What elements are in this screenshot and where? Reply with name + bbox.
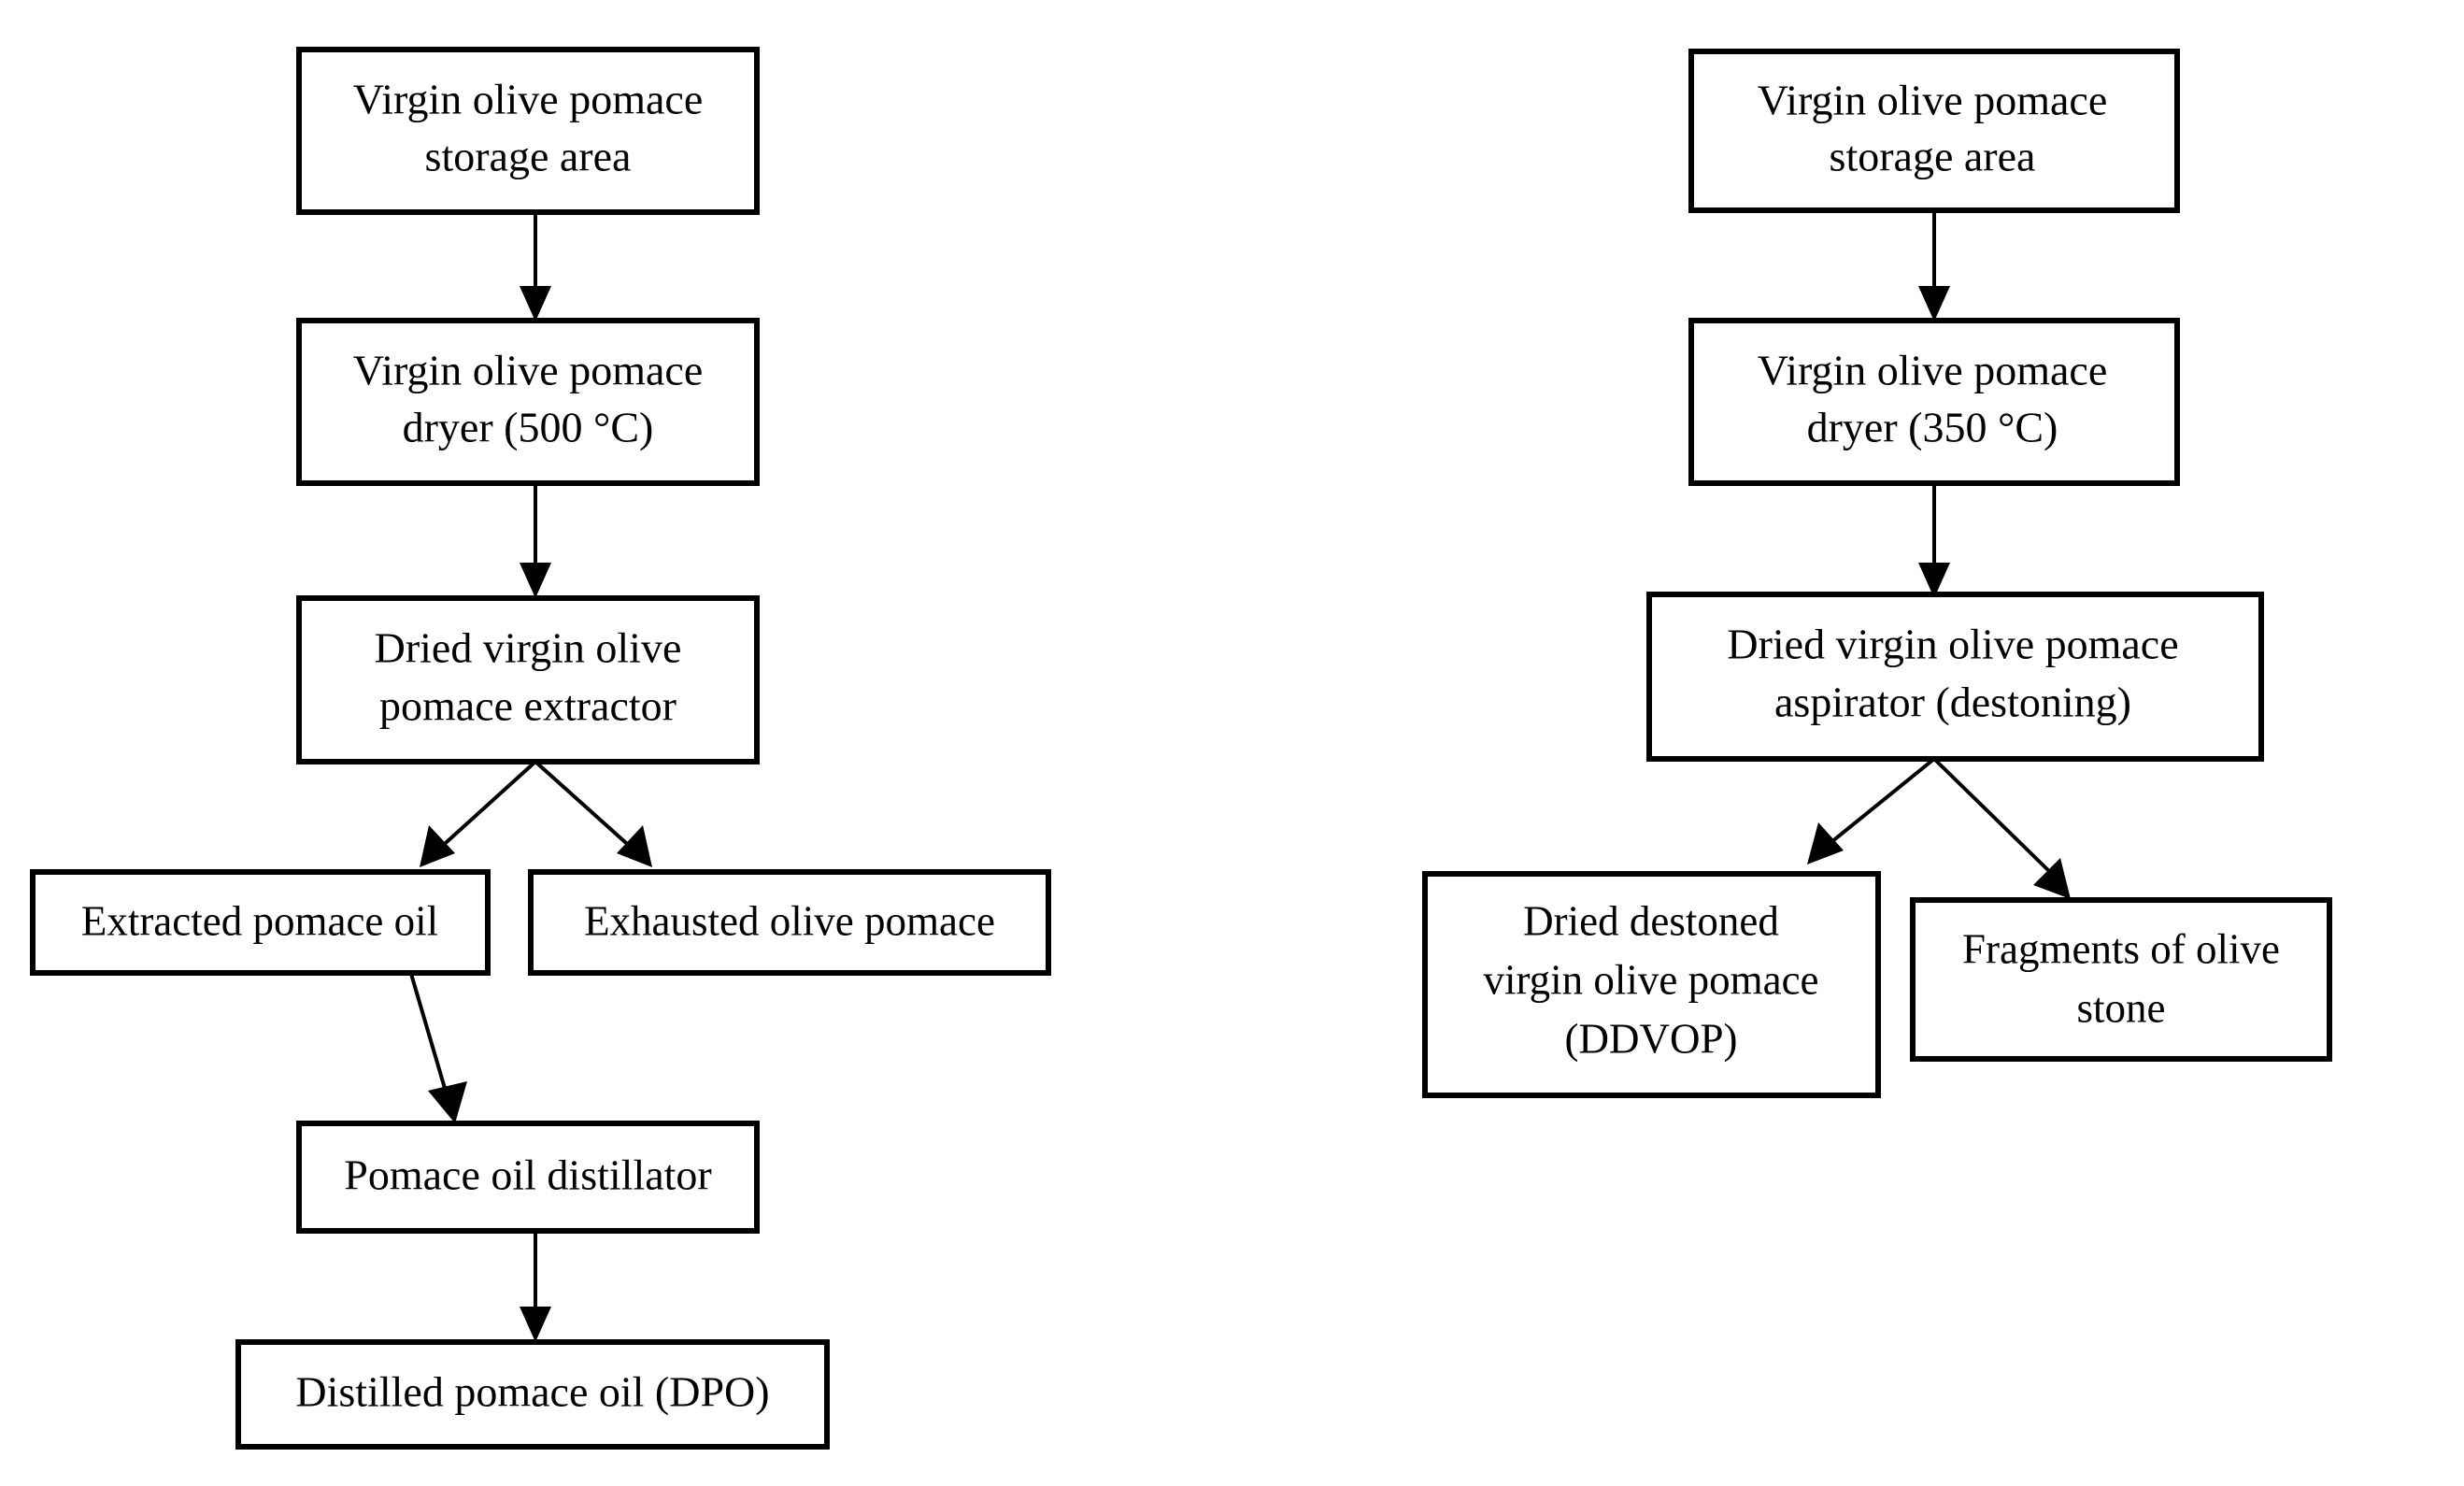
node-extracted-pomace-oil[interactable]: Extracted pomace oil: [30, 869, 491, 976]
node-virgin-olive-pomace-dryer-350c[interactable]: Virgin olive pomace dryer (350 °C): [1688, 318, 2180, 486]
node-label-line2: storage area: [1830, 133, 2036, 180]
node-label-line1: Virgin olive pomace: [1758, 347, 2108, 394]
node-label-line2: storage area: [425, 133, 632, 180]
node-label-line1: Dried virgin olive pomace: [1727, 621, 2178, 668]
edge-L3-L4: [420, 760, 537, 867]
node-label-line1: Virgin olive pomace: [353, 347, 704, 394]
right-panel: Virgin olive pomace storage area Virgin …: [1422, 49, 2332, 1098]
node-dried-destoned-virgin-olive-pomace-ddvop[interactable]: Dried destoned virgin olive pomace (DDVO…: [1422, 871, 1881, 1098]
node-label-line2: aspirator (destoning): [1774, 679, 2131, 726]
edge-R1-R2: [1918, 210, 1950, 321]
edge-R3-R4: [1807, 757, 1936, 864]
node-exhausted-olive-pomace[interactable]: Exhausted olive pomace: [528, 869, 1051, 976]
node-virgin-olive-pomace-dryer-500c[interactable]: Virgin olive pomace dryer (500 °C): [296, 318, 760, 486]
node-label-line1: Dried virgin olive: [375, 624, 682, 672]
node-label-line2: stone: [2077, 984, 2166, 1031]
node-label-line3: (DDVOP): [1565, 1015, 1738, 1062]
node-virgin-olive-pomace-storage-area-left[interactable]: Virgin olive pomace storage area: [296, 47, 760, 215]
node-label-line2: dryer (350 °C): [1807, 404, 2058, 451]
node-dried-virgin-olive-pomace-extractor[interactable]: Dried virgin olive pomace extractor: [296, 595, 760, 764]
edge-L6-L7: [520, 1231, 551, 1342]
edge-L4-L6: [409, 973, 467, 1123]
node-label-line1: Distilled pomace oil (DPO): [295, 1368, 769, 1416]
node-distilled-pomace-oil-dpo[interactable]: Distilled pomace oil (DPO): [235, 1339, 830, 1450]
node-virgin-olive-pomace-storage-area-right[interactable]: Virgin olive pomace storage area: [1688, 49, 2180, 213]
node-label-line1: Dried destoned: [1523, 897, 1779, 944]
node-label-line1: Virgin olive pomace: [1758, 77, 2108, 124]
edge-L1-L2: [520, 212, 551, 321]
node-label-line1: Fragments of olive: [1962, 925, 2280, 972]
node-label-line2: dryer (500 °C): [403, 404, 654, 451]
node-pomace-oil-distillator[interactable]: Pomace oil distillator: [296, 1121, 760, 1234]
edge-L2-L3: [520, 483, 551, 598]
node-label-line1: Extracted pomace oil: [81, 897, 438, 944]
node-label-line1: Exhausted olive pomace: [584, 897, 995, 944]
edge-R3-R5: [1932, 757, 2071, 899]
node-label-line2: pomace extractor: [379, 682, 677, 730]
node-dried-virgin-olive-pomace-aspirator[interactable]: Dried virgin olive pomace aspirator (des…: [1646, 592, 2264, 762]
left-panel: Virgin olive pomace storage area Virgin …: [30, 47, 1051, 1450]
edge-L3-L5: [534, 760, 652, 867]
node-label-line1: Virgin olive pomace: [353, 76, 704, 123]
edge-R2-R3: [1918, 483, 1950, 598]
node-label-line1: Pomace oil distillator: [344, 1151, 712, 1199]
node-label-line2: virgin olive pomace: [1483, 956, 1818, 1003]
node-fragments-of-olive-stone[interactable]: Fragments of olive stone: [1910, 897, 2332, 1062]
